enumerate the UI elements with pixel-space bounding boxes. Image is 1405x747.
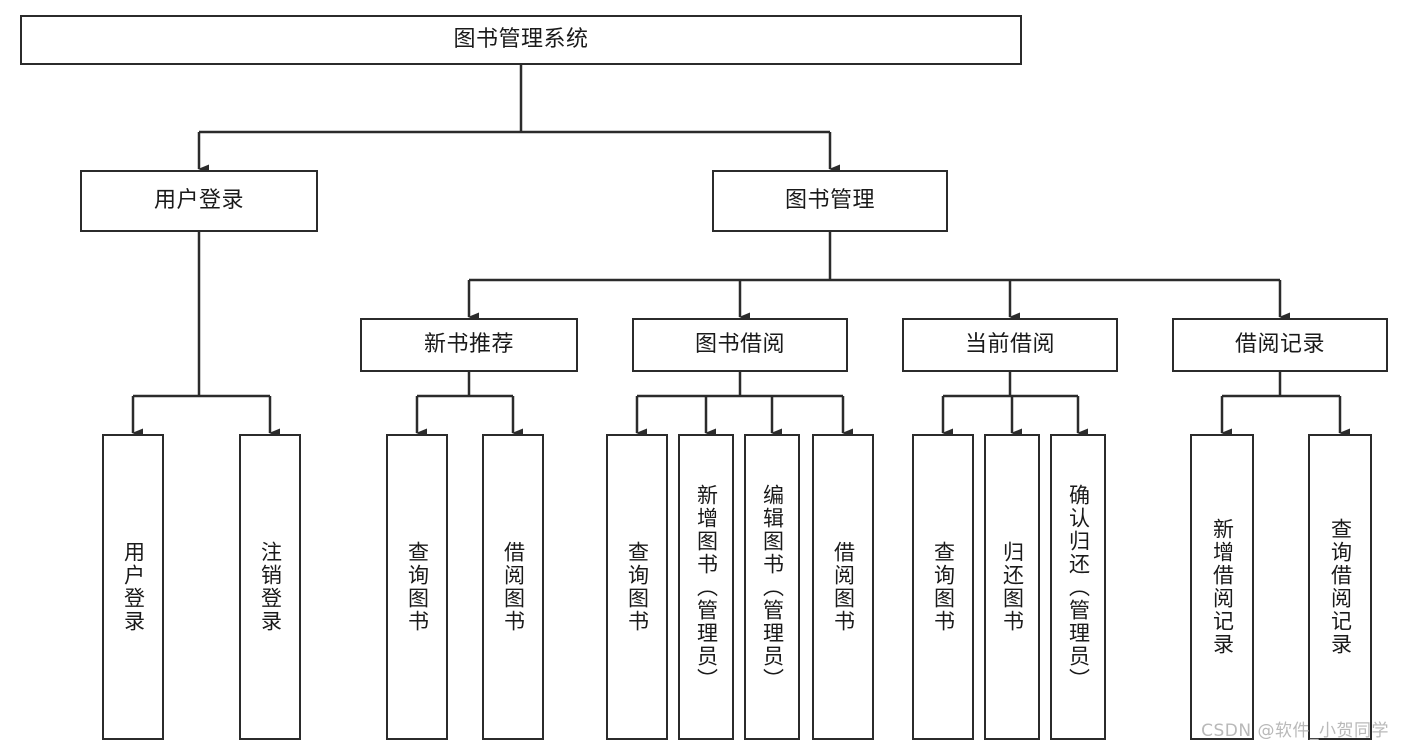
- node-label: 用户登录: [121, 541, 146, 633]
- node-label: 查询图书: [625, 541, 650, 633]
- node-label: 借阅图书: [501, 541, 526, 633]
- node-new-book-rec[interactable]: 新书推荐: [360, 318, 578, 372]
- node-label: 借阅记录: [1234, 331, 1325, 357]
- node-label: 注销登录: [258, 541, 283, 633]
- node-leaf-rec-borrow[interactable]: 借阅图书: [482, 434, 544, 740]
- node-label: 归还图书: [1000, 541, 1025, 633]
- node-label: 查询图书: [931, 541, 956, 633]
- node-leaf-rec-query-record[interactable]: 查询借阅记录: [1308, 434, 1372, 740]
- node-label: 用户登录: [153, 187, 244, 213]
- node-leaf-cur-query[interactable]: 查询图书: [912, 434, 974, 740]
- node-current-borrow[interactable]: 当前借阅: [902, 318, 1118, 372]
- node-label: 新书推荐: [423, 331, 514, 357]
- node-user-login[interactable]: 用户登录: [80, 170, 318, 232]
- node-leaf-rec-query[interactable]: 查询图书: [386, 434, 448, 740]
- node-label: 查询借阅记录: [1328, 518, 1353, 656]
- node-leaf-borrow-add[interactable]: 新增图书（管理员）: [678, 434, 734, 740]
- node-label: 查询图书: [405, 541, 430, 633]
- node-label: 新增借阅记录: [1210, 518, 1235, 656]
- node-label: 新增图书（管理员）: [694, 483, 719, 691]
- watermark-label: CSDN @软件_小贺同学: [1201, 721, 1389, 741]
- node-leaf-user-logout[interactable]: 注销登录: [239, 434, 301, 740]
- node-leaf-user-login[interactable]: 用户登录: [102, 434, 164, 740]
- node-label: 图书管理: [784, 187, 875, 213]
- node-book-borrow[interactable]: 图书借阅: [632, 318, 848, 372]
- node-leaf-borrow-edit[interactable]: 编辑图书（管理员）: [744, 434, 800, 740]
- node-root[interactable]: 图书管理系统: [20, 15, 1022, 65]
- node-label: 确认归还（管理员）: [1066, 483, 1091, 691]
- node-leaf-rec-add[interactable]: 新增借阅记录: [1190, 434, 1254, 740]
- node-label: 图书管理系统: [453, 26, 589, 52]
- node-leaf-cur-return[interactable]: 归还图书: [984, 434, 1040, 740]
- node-label: 编辑图书（管理员）: [760, 483, 785, 691]
- node-label: 图书借阅: [694, 331, 785, 357]
- node-leaf-borrow-lend[interactable]: 借阅图书: [812, 434, 874, 740]
- node-book-manage[interactable]: 图书管理: [712, 170, 948, 232]
- node-borrow-record[interactable]: 借阅记录: [1172, 318, 1388, 372]
- node-label: 借阅图书: [831, 541, 856, 633]
- node-leaf-cur-confirm[interactable]: 确认归还（管理员）: [1050, 434, 1106, 740]
- node-leaf-borrow-query[interactable]: 查询图书: [606, 434, 668, 740]
- node-label: 当前借阅: [964, 331, 1055, 357]
